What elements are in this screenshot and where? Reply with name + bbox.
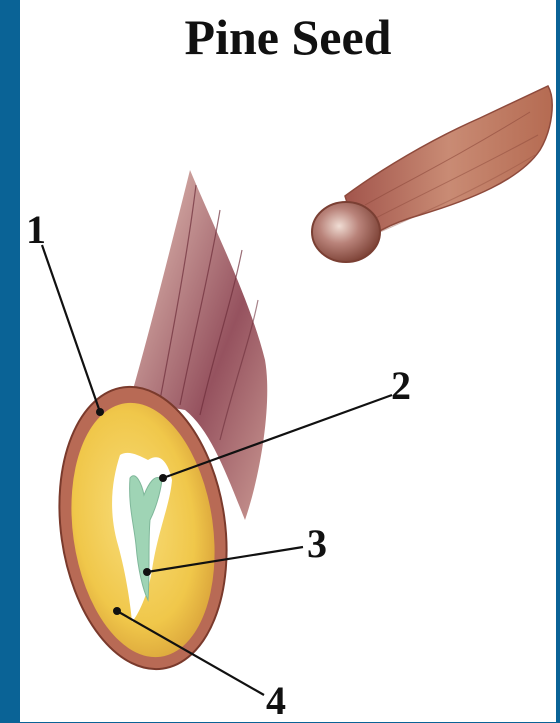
leader-line-1 bbox=[42, 245, 100, 412]
leader-dot-3 bbox=[143, 568, 151, 576]
leader-dot-4 bbox=[113, 607, 121, 615]
leader-dot-1 bbox=[96, 408, 104, 416]
winged-seed-whole bbox=[312, 86, 552, 262]
callout-label-1: 1 bbox=[26, 210, 46, 250]
callout-label-3: 3 bbox=[307, 524, 327, 564]
callout-label-2: 2 bbox=[391, 366, 411, 406]
callout-label-4: 4 bbox=[266, 681, 286, 721]
leader-dot-2 bbox=[159, 474, 167, 482]
